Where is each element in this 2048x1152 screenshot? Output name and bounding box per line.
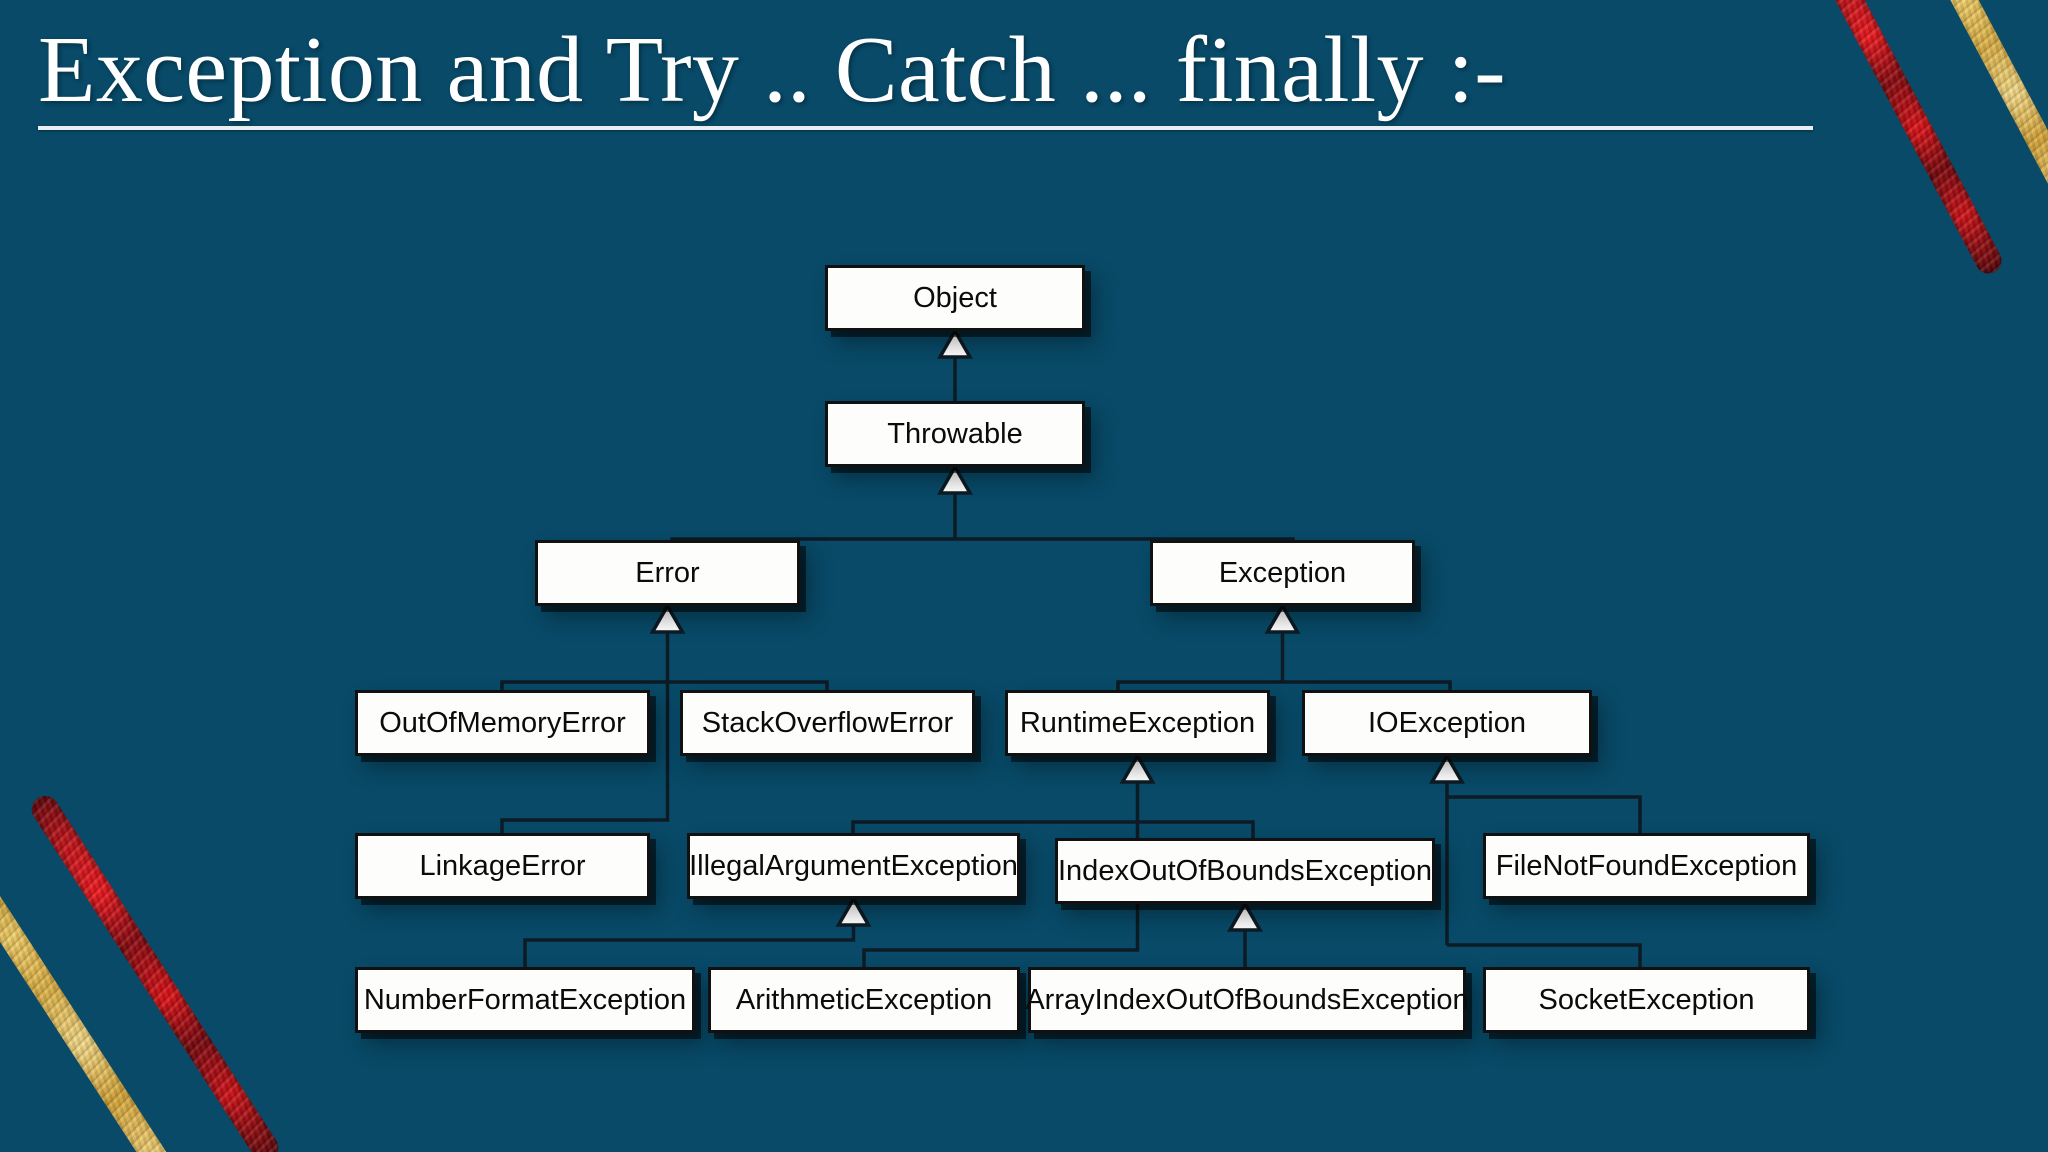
page-title: Exception and Try .. Catch ... finally :… xyxy=(38,18,1506,122)
node-label: IllegalArgumentException xyxy=(689,849,1018,882)
node-label: Object xyxy=(913,281,997,314)
edge-fnfe-to-ioe xyxy=(1447,795,1642,833)
node-label: Exception xyxy=(1218,556,1347,589)
node-label: Error xyxy=(635,556,700,589)
edge-error-children-bar xyxy=(500,680,829,690)
node-outofmemoryerror: OutOfMemoryError xyxy=(355,690,650,756)
arrow-throwable-children xyxy=(936,463,974,495)
title-block: Exception and Try .. Catch ... finally :… xyxy=(38,18,1838,130)
edge-exception-children-bar xyxy=(1116,680,1452,690)
node-label: NumberFormatException xyxy=(363,983,687,1016)
node-label: ArithmeticException xyxy=(735,983,993,1016)
node-socketexception: SocketException xyxy=(1483,967,1810,1033)
node-label: IOException xyxy=(1368,706,1526,739)
arrow-ioexception-children xyxy=(1428,752,1466,784)
node-runtimeexception: RuntimeException xyxy=(1005,690,1270,756)
node-error: Error xyxy=(535,540,800,606)
node-label: IndexOutOfBoundsException xyxy=(1058,854,1433,887)
arrow-runtimeexception-children xyxy=(1119,752,1156,784)
node-label: OutOfMemoryError xyxy=(379,706,626,739)
edge-socketexception-to-ioe xyxy=(1447,943,1642,967)
arrow-numberformatexception xyxy=(835,895,872,927)
node-label: ArrayIndexOutOfBoundsException xyxy=(1025,983,1469,1016)
node-label: StackOverflowError xyxy=(701,706,954,739)
node-exception: Exception xyxy=(1150,540,1415,606)
node-numberformatexception: NumberFormatException xyxy=(355,967,695,1033)
title-underline-rule xyxy=(38,125,1813,130)
arrow-exception-children xyxy=(1264,602,1301,634)
edge-linkageerror-to-error xyxy=(500,682,670,833)
node-throwable: Throwable xyxy=(825,401,1085,467)
node-illegalargumentexception: IllegalArgumentException xyxy=(687,833,1020,899)
arrow-throwable-to-object xyxy=(936,327,974,359)
node-arrayindexoutofboundsexception: ArrayIndexOutOfBoundsException xyxy=(1025,967,1469,1033)
edge-rte-children-bar xyxy=(851,820,1255,838)
arrow-arrayindexoutofbounds xyxy=(1226,900,1264,932)
edge-nfe-to-iae xyxy=(523,925,856,967)
node-linkageerror: LinkageError xyxy=(355,833,650,899)
node-arithmeticexception: ArithmeticException xyxy=(708,967,1020,1033)
edge-error-exception-to-throwable xyxy=(670,537,1295,541)
node-label: FileNotFoundException xyxy=(1495,849,1798,882)
node-stackoverflowerror: StackOverflowError xyxy=(680,690,975,756)
arrow-error-children xyxy=(649,602,686,634)
node-label: LinkageError xyxy=(419,849,586,882)
node-object: Object xyxy=(825,265,1085,331)
node-ioexception: IOException xyxy=(1302,690,1592,756)
node-filenotfoundexception: FileNotFoundException xyxy=(1483,833,1810,899)
node-label: Throwable xyxy=(887,417,1023,450)
node-label: RuntimeException xyxy=(1019,706,1256,739)
node-label: SocketException xyxy=(1538,983,1755,1016)
node-indexoutofboundsexception: IndexOutOfBoundsException xyxy=(1055,838,1435,904)
